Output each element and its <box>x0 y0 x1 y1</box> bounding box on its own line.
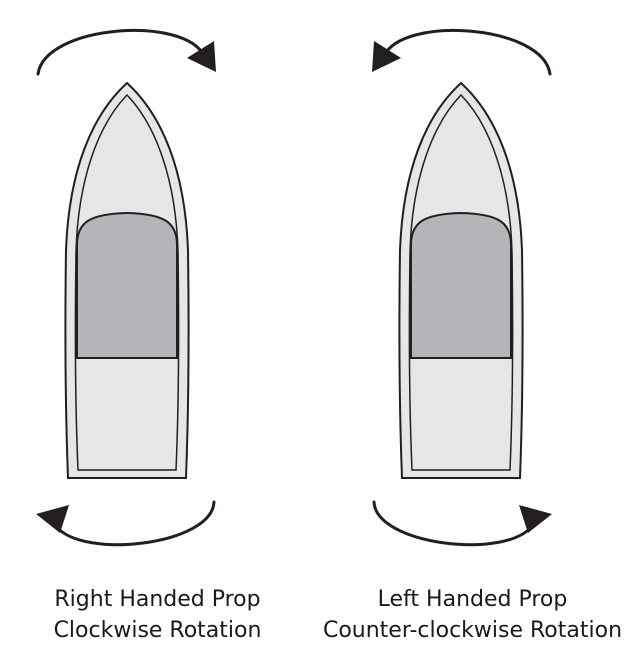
left-handed-prop-title: Left Handed Prop <box>377 587 568 612</box>
left-boat-cabin <box>76 211 178 359</box>
clockwise-rotation-label: Clockwise Rotation <box>53 618 262 643</box>
bottom-counter-clockwise-arrow-icon <box>372 500 552 547</box>
bottom-clockwise-arrow-icon <box>36 500 216 547</box>
left-handed-prop-caption: Left Handed Prop Counter-clockwise Rotat… <box>315 584 630 646</box>
right-handed-prop-panel <box>36 28 216 547</box>
counter-clockwise-rotation-label: Counter-clockwise Rotation <box>322 618 623 643</box>
right-boat-icon <box>398 81 524 479</box>
left-handed-prop-panel <box>372 28 552 547</box>
right-boat-gunwale <box>408 93 514 471</box>
top-clockwise-arrow-icon <box>36 28 216 76</box>
right-boat-cabin <box>410 211 512 359</box>
left-boat-gunwale <box>74 93 180 471</box>
left-boat-icon <box>64 81 190 479</box>
top-counter-clockwise-arrow-icon <box>372 28 552 76</box>
right-handed-prop-title: Right Handed Prop <box>54 587 261 612</box>
right-handed-prop-caption: Right Handed Prop Clockwise Rotation <box>0 584 315 646</box>
